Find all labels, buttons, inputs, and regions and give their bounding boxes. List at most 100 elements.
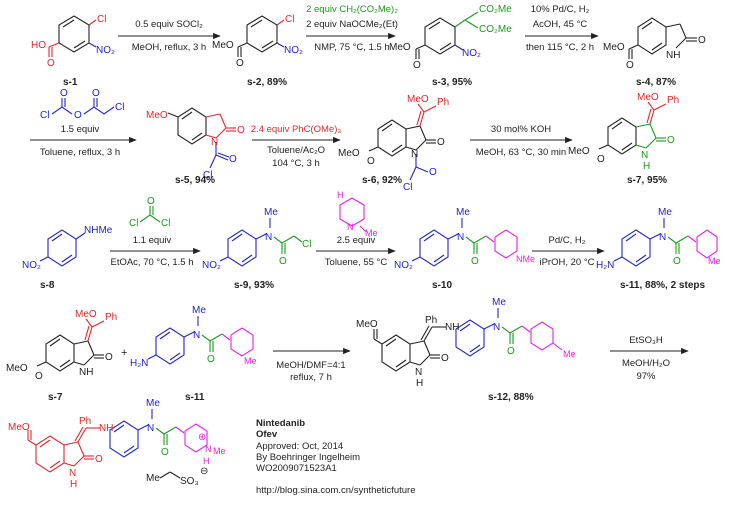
atom-cl: Cl	[129, 218, 138, 229]
atom-o: O	[597, 154, 605, 165]
atom-n: N	[493, 322, 500, 333]
atom-o: O	[667, 135, 675, 146]
atom-ho: HO	[31, 40, 46, 51]
atom-cl: Cl	[161, 218, 170, 229]
atom-o: O	[35, 371, 43, 382]
cond-4-top: 1.5 equiv	[61, 124, 100, 135]
atom-o: O	[437, 137, 445, 148]
atom-n: N	[69, 468, 76, 479]
compound-s11	[613, 218, 718, 267]
compound-s9	[219, 218, 303, 267]
atom-o: O	[161, 447, 169, 458]
atom-n: N	[415, 367, 422, 378]
atom-no2: NO₂	[96, 45, 115, 56]
atom-o: O	[47, 58, 55, 69]
atom-h2n: H₂N	[130, 358, 148, 369]
atom-me: Me	[708, 256, 721, 266]
atom-h: H	[203, 456, 210, 466]
atom-meo: MeO	[6, 363, 28, 374]
cond-8-top: 2.5 equiv	[337, 235, 376, 246]
compound-s4	[628, 17, 697, 59]
atom-cl: Cl	[285, 14, 294, 25]
atom-nh: NH	[99, 423, 113, 434]
cond-7-top: 1.1 equiv	[133, 235, 172, 246]
charge-plus: ⊕	[198, 432, 206, 443]
atom-cl: Cl	[403, 182, 412, 193]
atom-o: O	[95, 454, 103, 465]
atom-h: H	[337, 190, 344, 200]
cond-2-top: 2 equiv CH₂(CO₂Me)₂	[306, 4, 398, 15]
cond-11-bottom2: 97%	[636, 371, 656, 382]
atom-cl: Cl	[40, 110, 49, 121]
cond-8-bottom: Toluene, 55 °C	[325, 257, 388, 268]
label-s12: s-12, 88%	[488, 392, 534, 403]
atom-o: O	[471, 256, 479, 267]
charge-minus: ⊖	[200, 466, 208, 477]
atom-so3: SO₃	[180, 476, 199, 487]
label-s7: s-7, 95%	[627, 175, 667, 186]
atom-no2: NO₂	[202, 260, 221, 271]
atom-ph: Ph	[667, 95, 679, 106]
atom-meo: MeO	[568, 146, 590, 157]
compound-s2	[237, 15, 285, 57]
plus-sign: +	[121, 347, 127, 359]
compound-s3	[415, 11, 479, 59]
atom-nh: NH	[445, 322, 459, 333]
atom-o: O	[279, 256, 287, 267]
atom-n: N	[265, 232, 272, 243]
atom-me: Me	[264, 207, 278, 218]
atom-o: O	[698, 35, 706, 46]
compound-s5	[167, 107, 236, 169]
cond-5-bottom: Toluene/Ac₂O	[267, 145, 325, 156]
atom-o: O	[673, 256, 681, 267]
label-s3: s-3, 95%	[432, 77, 472, 88]
atom-meo: MeO	[356, 319, 378, 330]
cond-6-bottom: MeOH, 63 °C, 30 min	[476, 147, 566, 158]
atom-cl: Cl	[115, 102, 124, 113]
cond-10-bottom: reflux, 7 h	[290, 372, 332, 383]
atom-co2me: CO₂Me	[479, 24, 512, 35]
atom-n: N	[205, 444, 212, 454]
atom-n: N	[193, 330, 200, 341]
atom-meo: MeO	[75, 309, 97, 320]
atom-n: N	[457, 232, 464, 243]
compound-s12	[373, 308, 563, 372]
compound-s11-coupling	[147, 316, 254, 365]
atom-me: Me	[456, 207, 470, 218]
atom-o: O	[626, 60, 634, 71]
atom-o: O	[413, 60, 421, 71]
atom-n: N	[411, 149, 418, 160]
atom-o: O	[237, 125, 245, 136]
atom-meo: MeO	[407, 94, 429, 105]
atom-me: Me	[563, 349, 576, 359]
atom-me: Me	[192, 305, 206, 316]
atom-o: O	[367, 156, 375, 167]
atom-o: O	[236, 58, 244, 69]
cond-1-bottom: MeOH, reflux, 3 h	[132, 42, 206, 53]
drug-patent: WO2009071523A1	[256, 463, 337, 474]
atom-meo: MeO	[389, 42, 411, 53]
atom-n: N	[347, 222, 354, 232]
atom-me: Me	[365, 228, 378, 238]
atom-cl: Cl	[302, 239, 311, 250]
cond-4-bottom: Toluene, reflux, 3 h	[40, 147, 120, 158]
cond-11-bottom: MeOH/H₂O	[622, 358, 670, 369]
atom-n: N	[641, 150, 648, 161]
drug-approved: Approved: Oct, 2014	[256, 441, 344, 452]
atom-o: O	[229, 154, 237, 165]
compound-nintedanib	[27, 409, 208, 479]
atom-meo: MeO	[637, 92, 659, 103]
atom-co2me: CO₂Me	[479, 4, 512, 15]
compound-s6	[368, 103, 437, 181]
compound-s8	[39, 229, 86, 267]
atom-me: Me	[146, 473, 160, 484]
atom-meo: MeO	[603, 42, 625, 53]
atom-o: O	[441, 353, 449, 364]
cond-6-top: 30 mol% KOH	[491, 124, 551, 135]
atom-no2: NO₂	[462, 48, 481, 59]
label-s7-row4: s-7	[48, 392, 63, 403]
cond-1-top: 0.5 equiv SOCl₂	[135, 19, 203, 30]
atom-o: O	[429, 167, 437, 178]
atom-meo: MeO	[338, 148, 360, 159]
cond-2-bottom: NMP, 75 °C, 1.5 h	[314, 42, 389, 53]
